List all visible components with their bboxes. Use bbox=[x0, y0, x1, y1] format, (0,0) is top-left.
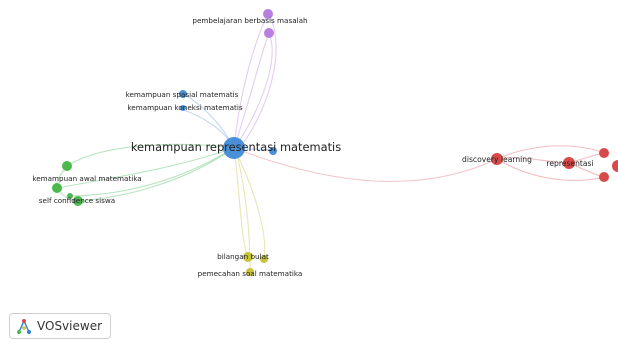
node-discovery[interactable] bbox=[491, 153, 503, 165]
node-spasial[interactable] bbox=[179, 90, 187, 98]
label-spasial[interactable]: kemampuan spasial matematis bbox=[126, 90, 239, 99]
edge-main-green4 bbox=[69, 147, 235, 197]
node-representasi[interactable] bbox=[563, 157, 575, 169]
node-confidence[interactable] bbox=[73, 196, 83, 206]
edge-discovery-representasi bbox=[496, 157, 570, 164]
node-green-small[interactable] bbox=[67, 193, 73, 199]
node-koneksi[interactable] bbox=[180, 105, 186, 111]
label-representasi[interactable]: representasi bbox=[546, 159, 593, 168]
edge-red-4 bbox=[496, 145, 605, 160]
node-layer bbox=[52, 9, 618, 276]
label-koneksi[interactable]: kemampuan koneksi matematis bbox=[127, 103, 242, 112]
edge-red-3 bbox=[496, 158, 605, 181]
label-main[interactable]: kemampuan representasi matematis bbox=[131, 140, 341, 154]
node-red-bottom[interactable] bbox=[599, 172, 609, 182]
node-green-top[interactable] bbox=[62, 161, 72, 171]
node-red-top[interactable] bbox=[599, 148, 609, 158]
label-confidence[interactable]: self confidence siswa bbox=[39, 196, 115, 205]
brand-label: VOSviewer bbox=[37, 319, 103, 333]
node-awal[interactable] bbox=[52, 183, 62, 193]
label-layer: pembelajaran berbasis masalah kemampuan … bbox=[32, 16, 593, 278]
node-pbl[interactable] bbox=[264, 28, 274, 38]
edge-main-yellow2 bbox=[233, 147, 266, 260]
edge-main-pbl bbox=[233, 13, 269, 149]
node-bilangan-2[interactable] bbox=[260, 255, 268, 263]
node-blue-small[interactable] bbox=[269, 147, 277, 155]
label-awal[interactable]: kemampuan awal matematika bbox=[32, 174, 141, 183]
edge-main-pbl-4 bbox=[235, 32, 273, 147]
edge-main-pbl-2 bbox=[233, 32, 270, 149]
edge-main-green3 bbox=[77, 147, 235, 202]
label-pemecahan[interactable]: pemecahan soal matematika bbox=[198, 269, 303, 278]
label-discovery[interactable]: discovery learning bbox=[462, 155, 532, 164]
edge-main-discovery bbox=[233, 147, 498, 182]
edge-main-green2 bbox=[56, 147, 235, 189]
vosviewer-logo-icon bbox=[17, 319, 31, 334]
node-main[interactable] bbox=[223, 137, 245, 159]
label-bilangan[interactable]: bilangan bulat bbox=[217, 252, 269, 261]
label-pbl[interactable]: pembelajaran berbasis masalah bbox=[192, 16, 307, 25]
edge-main-pbl-3 bbox=[239, 13, 277, 149]
edge-main-yellow1 bbox=[233, 147, 249, 260]
edge-main-green1 bbox=[66, 143, 235, 167]
node-pemecahan[interactable] bbox=[246, 268, 254, 276]
vosviewer-brand-button[interactable]: VOSviewer bbox=[9, 313, 112, 339]
node-bilangan[interactable] bbox=[243, 252, 253, 262]
node-red-edge[interactable] bbox=[612, 160, 618, 172]
node-pbl-top[interactable] bbox=[263, 9, 273, 19]
